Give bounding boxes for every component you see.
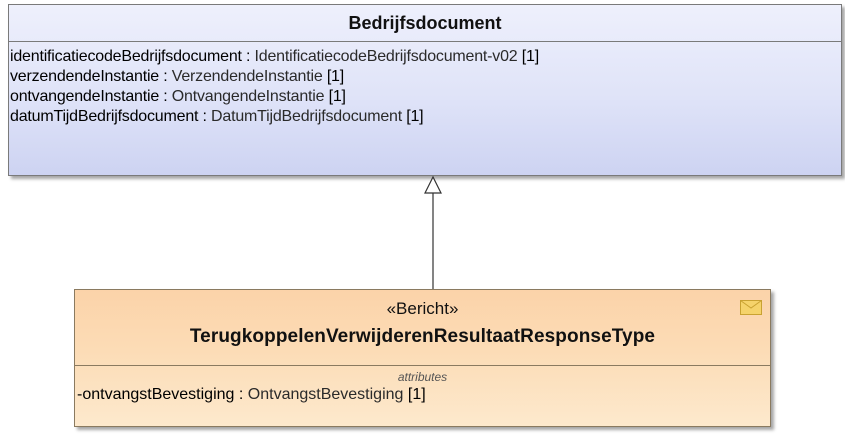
attribute-multiplicity: [1]: [326, 68, 345, 85]
attribute-multiplicity: [1]: [407, 386, 426, 403]
class-name: TerugkoppelenVerwijderenResultaatRespons…: [189, 326, 656, 347]
attribute-row: identificatiecodeBedrijfsdocument : Iden…: [10, 47, 841, 67]
attributes-compartment: -ontvangstBevestiging : OntvangstBevesti…: [75, 385, 770, 405]
class-box-terugkoppelen-verwijderen-resultaat-response-type[interactable]: «Bericht» TerugkoppelenVerwijderenResult…: [74, 289, 771, 427]
compartment-label: attributes: [397, 370, 448, 384]
attribute-name: datumTijdBedrijfsdocument: [10, 108, 199, 125]
attribute-multiplicity: [1]: [406, 108, 424, 125]
attribute-separator: :: [241, 48, 255, 65]
attribute-row: datumTijdBedrijfsdocument : DatumTijdBed…: [10, 107, 841, 127]
attribute-separator: :: [198, 108, 212, 125]
generalization-arrowhead-icon: [424, 175, 442, 194]
attribute-name: ontvangendeInstantie: [10, 88, 160, 105]
envelope-icon: [740, 300, 762, 315]
stereotype-label: «Bericht»: [386, 299, 459, 318]
attributes-compartment: identificatiecodeBedrijfsdocument : Iden…: [9, 42, 841, 127]
attribute-row: verzendendeInstantie : VerzendendeInstan…: [10, 67, 841, 87]
attribute-name: identificatiecodeBedrijfsdocument: [10, 48, 242, 65]
attribute-type: VerzendendeInstantie: [171, 68, 323, 85]
class-header: «Bericht» TerugkoppelenVerwijderenResult…: [75, 290, 770, 366]
attribute-type: OntvangendeInstantie: [171, 88, 325, 105]
attribute-type: OntvangstBevestiging: [247, 386, 404, 403]
attribute-name: verzendendeInstantie: [10, 68, 160, 85]
class-name: Bedrijfsdocument: [348, 12, 502, 33]
class-box-bedrijfsdocument[interactable]: Bedrijfsdocument identificatiecodeBedrij…: [8, 4, 842, 176]
attribute-row: ontvangendeInstantie : OntvangendeInstan…: [10, 87, 841, 107]
class-header: Bedrijfsdocument: [9, 5, 841, 42]
attribute-multiplicity: [1]: [521, 48, 539, 65]
attribute-type: IdentificatiecodeBedrijfsdocument-v02: [254, 48, 518, 65]
attribute-separator: :: [159, 88, 172, 105]
attribute-name: -ontvangstBevestiging: [77, 386, 235, 403]
attribute-multiplicity: [1]: [328, 88, 346, 105]
attribute-separator: :: [159, 68, 172, 85]
attribute-separator: :: [234, 386, 248, 403]
attribute-type: DatumTijdBedrijfsdocument: [211, 108, 402, 125]
attribute-row: -ontvangstBevestiging : OntvangstBevesti…: [77, 385, 770, 405]
